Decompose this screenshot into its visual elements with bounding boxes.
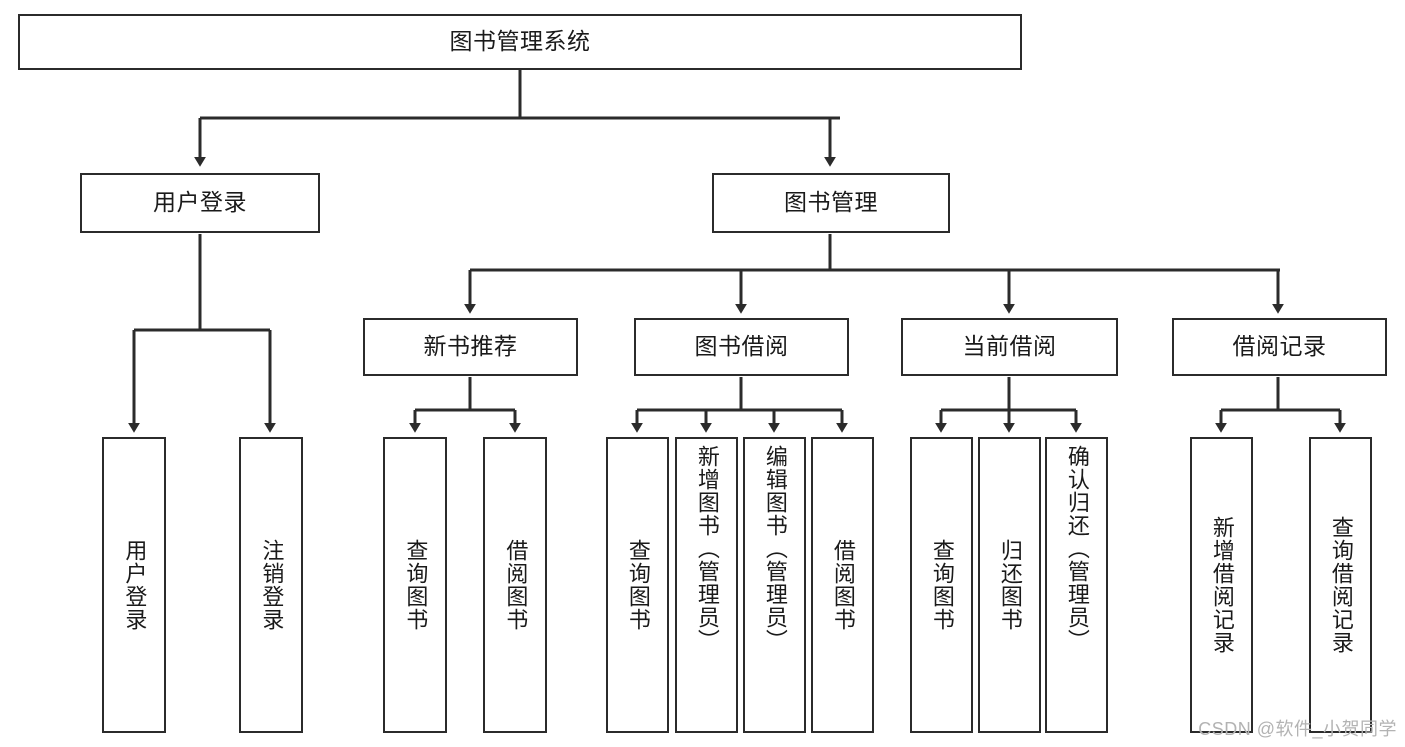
node-current-borrow[interactable]: 当前借阅: [901, 318, 1118, 376]
node-user-login[interactable]: 用户登录: [80, 173, 320, 233]
node-leaf-nb-query-book-label: 查询图书: [403, 539, 429, 631]
node-leaf-bb-edit-book-label: 编辑图书（管理员）: [762, 445, 788, 652]
node-borrow-book[interactable]: 图书借阅: [634, 318, 849, 376]
node-leaf-bb-borrow-book-label: 借阅图书: [830, 539, 856, 631]
node-current-borrow-label: 当前借阅: [962, 333, 1057, 360]
node-leaf-nb-borrow-book[interactable]: 借阅图书: [483, 437, 547, 733]
node-leaf-br-query-record-label: 查询借阅记录: [1328, 516, 1354, 654]
node-leaf-bb-add-book-label: 新增图书（管理员）: [694, 445, 720, 652]
node-leaf-nb-query-book[interactable]: 查询图书: [383, 437, 447, 733]
node-leaf-bb-query-book-label: 查询图书: [625, 539, 651, 631]
node-leaf-cb-query-book[interactable]: 查询图书: [910, 437, 973, 733]
node-new-book-label: 新书推荐: [423, 333, 518, 360]
node-leaf-cb-query-book-label: 查询图书: [929, 539, 955, 631]
node-leaf-br-add-record[interactable]: 新增借阅记录: [1190, 437, 1253, 733]
node-leaf-logout[interactable]: 注销登录: [239, 437, 303, 733]
node-leaf-br-query-record[interactable]: 查询借阅记录: [1309, 437, 1372, 733]
node-leaf-cb-return-book-label: 归还图书: [997, 539, 1023, 631]
node-leaf-cb-confirm-return-label: 确认归还（管理员）: [1064, 445, 1090, 652]
node-new-book[interactable]: 新书推荐: [363, 318, 578, 376]
node-leaf-cb-return-book[interactable]: 归还图书: [978, 437, 1041, 733]
watermark-text: CSDN @软件_小贺同学: [1198, 719, 1397, 739]
node-leaf-user-login-label: 用户登录: [122, 539, 148, 631]
node-leaf-br-add-record-label: 新增借阅记录: [1209, 516, 1235, 654]
node-user-login-label: 用户登录: [153, 189, 247, 216]
node-root-label: 图书管理系统: [449, 28, 591, 55]
node-book-manage-label: 图书管理: [784, 189, 878, 216]
node-leaf-logout-label: 注销登录: [259, 539, 285, 631]
node-leaf-user-login[interactable]: 用户登录: [102, 437, 166, 733]
node-borrow-record-label: 借阅记录: [1232, 333, 1327, 360]
node-leaf-bb-borrow-book[interactable]: 借阅图书: [811, 437, 874, 733]
node-leaf-cb-confirm-return[interactable]: 确认归还（管理员）: [1045, 437, 1108, 733]
node-leaf-nb-borrow-book-label: 借阅图书: [503, 539, 529, 631]
node-borrow-record[interactable]: 借阅记录: [1172, 318, 1387, 376]
node-leaf-bb-add-book[interactable]: 新增图书（管理员）: [675, 437, 738, 733]
node-leaf-bb-query-book[interactable]: 查询图书: [606, 437, 669, 733]
node-book-manage[interactable]: 图书管理: [712, 173, 950, 233]
node-leaf-bb-edit-book[interactable]: 编辑图书（管理员）: [743, 437, 806, 733]
node-borrow-book-label: 图书借阅: [694, 333, 789, 360]
node-root[interactable]: 图书管理系统: [18, 14, 1022, 70]
